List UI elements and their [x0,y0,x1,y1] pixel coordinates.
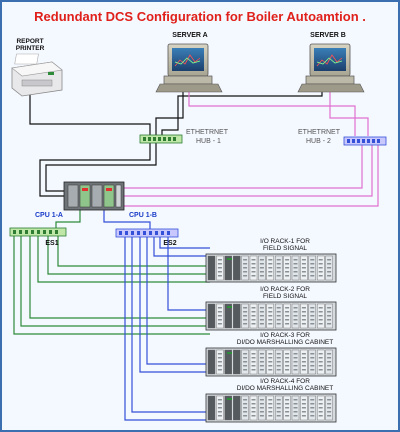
rack3-label-line2: DI/DO MARSHALLING CABINET [236,339,334,346]
hub1-label-line2: HUB - 1 [196,138,221,145]
hub2-cpu-cable-3 [122,145,379,207]
diagram-title: Redundant DCS Configuration for Boiler A… [34,9,366,24]
rack2-label-line2: FIELD SIGNAL [262,293,308,300]
hub1-cpu-cable-2 [45,143,157,192]
es2-label: ES2 [163,240,177,247]
cpu-es-links [55,210,151,231]
printer-cable [29,92,151,136]
network-a-cables [29,84,323,197]
rack1-label-line2: FIELD SIGNAL [262,245,308,252]
network-b-cables [122,84,379,207]
io-racks [205,253,337,423]
server-a-cable-b [188,84,356,136]
io-rack-1 [205,253,337,283]
hub2-label-line1: ETHETRNET [298,129,340,136]
hub2-label-line2: HUB - 2 [306,138,331,145]
hub1-label-line1: ETHETRNET [186,129,228,136]
ethernet-hub-2 [343,136,387,146]
es1-switch [9,227,67,237]
cpu-a-label: CPU 1-A [34,212,63,219]
rack4-label-line2: DI/DO MARSHALLING CABINET [236,385,334,392]
server-b-cable-b [329,88,369,136]
server-a-computer [155,43,223,93]
io-rack-4 [205,393,337,423]
es1-bus-lines [13,236,210,335]
es2-switch [115,228,179,238]
io-rack-3 [205,347,337,377]
server-b-label: SERVER B [310,32,346,39]
server-a-label: SERVER A [172,32,208,39]
rack4-label-line1: I/O RACK-4 FOR [260,378,310,385]
hub1-cpu-cable-1 [39,143,151,197]
printer-label-line1: REPORT [16,38,44,45]
io-rack-2 [205,301,337,331]
cpu-b-label: CPU 1-B [128,212,157,219]
printer-label-line2: PRINTER [15,45,45,52]
server-b-cable-a [161,88,323,136]
es1-label: ES1 [45,240,59,247]
rack1-label-line1: I/O RACK-1 FOR [260,238,310,245]
report-printer [11,53,63,97]
server-a-cable-a [155,84,184,136]
cpu-rack [63,181,125,211]
hub2-cpu-cable-1 [122,145,363,189]
es2-bus-lines [124,237,210,421]
ethernet-hub-1 [139,134,183,144]
server-b-computer [297,43,365,93]
hub2-cpu-cable-2 [122,145,373,197]
rack3-label-line1: I/O RACK-3 FOR [260,332,310,339]
rack2-label-line1: I/O RACK-2 FOR [260,286,310,293]
